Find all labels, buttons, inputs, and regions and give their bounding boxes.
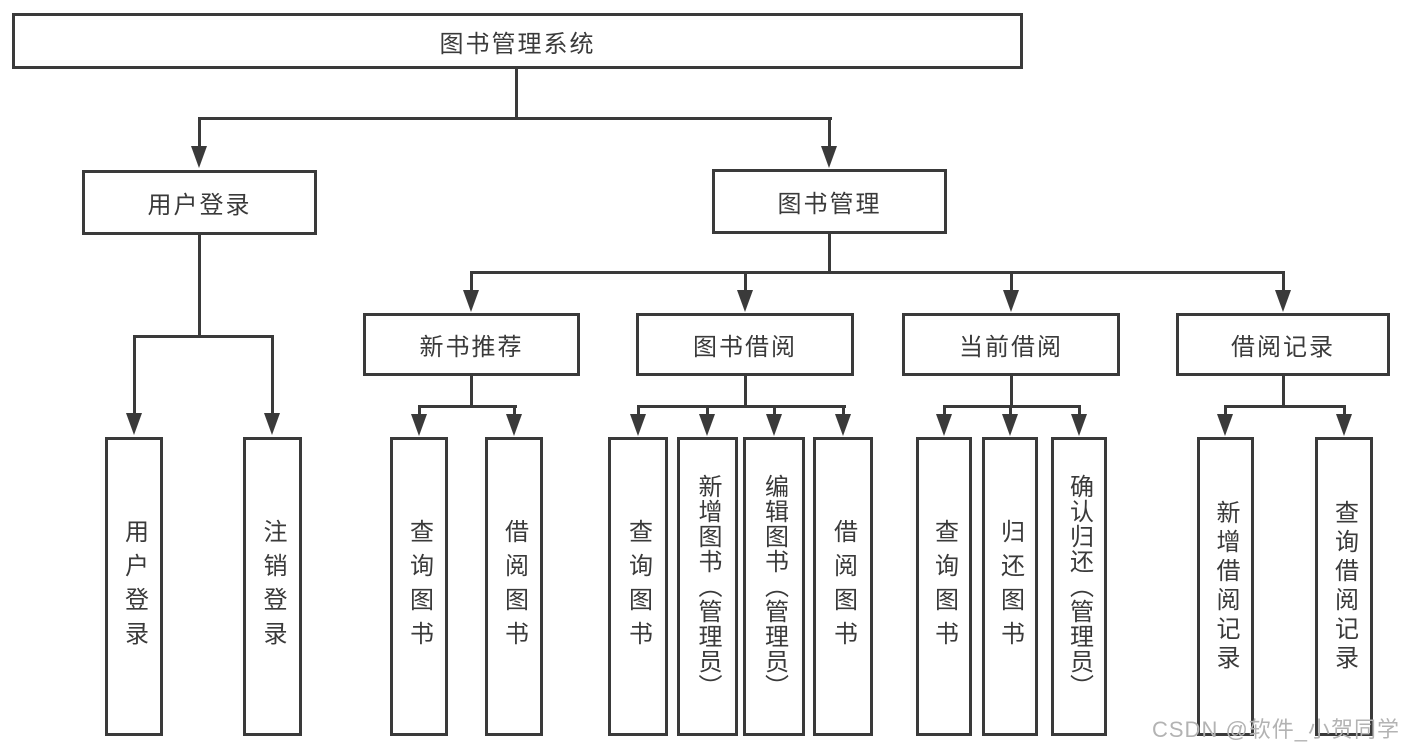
connector-line	[198, 117, 832, 120]
arrowhead-down-icon	[264, 413, 280, 435]
csdn-watermark: CSDN @软件_小贺同学	[1152, 717, 1401, 742]
node-book-management: 图书管理	[712, 169, 947, 234]
node-user-login-group: 用户登录	[82, 170, 317, 235]
node-book-borrow: 图书借阅	[636, 313, 854, 376]
connector-line	[1010, 376, 1013, 408]
node-library-management-system: 图书管理系统	[12, 13, 1023, 69]
node-confirm-return-admin: 确认归还（管理员）	[1051, 437, 1107, 736]
node-borrow-record: 借阅记录	[1176, 313, 1390, 376]
node-label: 图书借阅	[693, 334, 797, 361]
arrowhead-down-icon	[126, 413, 142, 435]
node-label: 图书管理	[777, 191, 882, 218]
node-label: 新增图书（管理员）	[694, 474, 721, 699]
connector-line	[828, 119, 831, 149]
node-borrow-books: 借阅图书	[813, 437, 873, 736]
connector-line	[1282, 273, 1285, 293]
connector-line	[418, 407, 421, 417]
node-label: 注销登录	[259, 518, 286, 655]
arrowhead-down-icon	[699, 414, 715, 436]
connector-line	[706, 407, 709, 417]
arrowhead-down-icon	[411, 414, 427, 436]
node-current-borrow: 当前借阅	[902, 313, 1120, 376]
node-query-books-borrow: 查询图书	[608, 437, 668, 736]
connector-line	[842, 407, 845, 417]
node-label: 归还图书	[996, 518, 1024, 655]
node-query-books-recommend: 查询图书	[390, 437, 448, 736]
arrowhead-down-icon	[1071, 414, 1087, 436]
connector-line	[1224, 405, 1346, 408]
node-add-borrow-record: 新增借阅记录	[1197, 437, 1254, 736]
node-label: 用户登录	[147, 192, 252, 219]
arrowhead-down-icon	[630, 414, 646, 436]
connector-line	[744, 376, 747, 408]
node-label: 查询图书	[624, 518, 652, 655]
connector-line	[744, 273, 747, 293]
connector-line	[418, 405, 517, 408]
arrowhead-down-icon	[1217, 414, 1233, 436]
connector-line	[133, 337, 136, 417]
arrowhead-down-icon	[1002, 414, 1018, 436]
connector-line	[773, 407, 776, 417]
node-new-book-recommend: 新书推荐	[363, 313, 580, 376]
node-label: 用户登录	[120, 518, 148, 655]
node-label: 确认归还（管理员）	[1065, 474, 1093, 699]
node-borrow-books-recommend: 借阅图书	[485, 437, 543, 736]
connector-line	[271, 337, 274, 417]
node-query-books-current: 查询图书	[916, 437, 972, 736]
arrowhead-down-icon	[835, 414, 851, 436]
node-query-borrow-record: 查询借阅记录	[1315, 437, 1373, 736]
node-label: 新增借阅记录	[1212, 499, 1239, 674]
connector-line	[198, 119, 201, 149]
connector-line	[198, 234, 201, 338]
connector-line	[513, 407, 516, 417]
connector-line	[133, 335, 274, 338]
connector-line	[470, 376, 473, 408]
arrowhead-down-icon	[936, 414, 952, 436]
arrowhead-down-icon	[463, 290, 479, 312]
connector-line	[470, 273, 473, 293]
node-label: 编辑图书（管理员）	[760, 474, 788, 699]
connector-line	[515, 68, 518, 120]
node-add-books-admin: 新增图书（管理员）	[677, 437, 738, 736]
node-label: 查询图书	[930, 518, 958, 655]
arrowhead-down-icon	[821, 146, 837, 168]
connector-line	[828, 233, 831, 274]
node-label: 借阅图书	[500, 518, 528, 655]
connector-line	[637, 405, 846, 408]
node-label: 查询借阅记录	[1330, 499, 1358, 674]
connector-line	[1078, 407, 1081, 417]
connector-line	[943, 407, 946, 417]
node-label: 图书管理系统	[439, 30, 596, 58]
arrowhead-down-icon	[506, 414, 522, 436]
arrowhead-down-icon	[1003, 290, 1019, 312]
connector-line	[637, 407, 640, 417]
node-label: 当前借阅	[959, 334, 1063, 361]
node-edit-books-admin: 编辑图书（管理员）	[743, 437, 805, 736]
node-label: 查询图书	[405, 518, 433, 655]
connector-line	[943, 405, 1081, 408]
node-label: 借阅图书	[829, 518, 857, 655]
arrowhead-down-icon	[191, 146, 207, 168]
node-label: 借阅记录	[1231, 334, 1335, 361]
arrowhead-down-icon	[737, 290, 753, 312]
connector-line	[1009, 407, 1012, 417]
connector-line	[470, 271, 1285, 274]
connector-line	[1224, 407, 1227, 417]
connector-line	[1282, 376, 1285, 408]
node-user-login-action: 用户登录	[105, 437, 163, 736]
connector-line	[1343, 407, 1346, 417]
arrowhead-down-icon	[1275, 290, 1291, 312]
node-return-books: 归还图书	[982, 437, 1038, 736]
connector-line	[1010, 273, 1013, 293]
node-logout-action: 注销登录	[243, 437, 302, 736]
arrowhead-down-icon	[766, 414, 782, 436]
node-label: 新书推荐	[419, 334, 524, 361]
arrowhead-down-icon	[1336, 414, 1352, 436]
